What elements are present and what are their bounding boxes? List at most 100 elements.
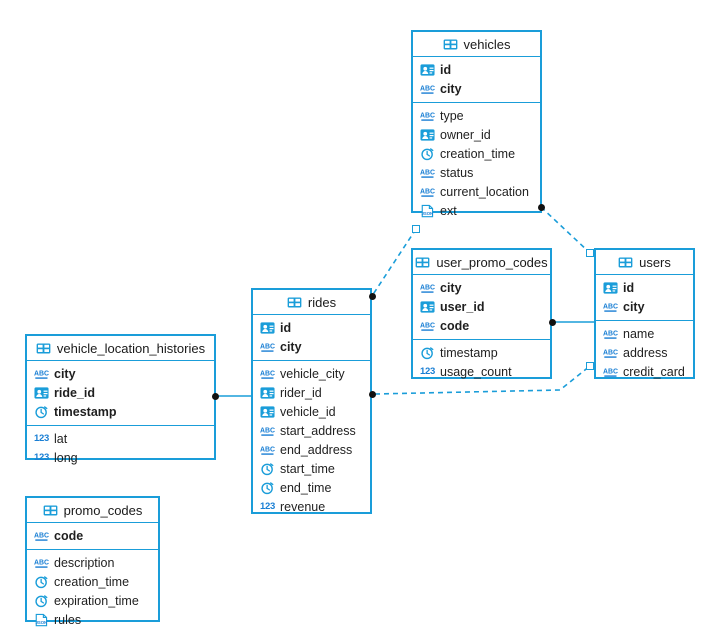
columns-section: timestamp 123 usage_count	[413, 340, 550, 385]
column-label: user_id	[440, 299, 485, 314]
column-row-description[interactable]: ABC description	[27, 553, 158, 572]
column-label: vehicle_id	[280, 404, 336, 419]
table-node-user-promo-codes[interactable]: user_promo_codes ABC city user_id ABC co…	[411, 248, 552, 379]
primary-key-section: ABC code	[27, 523, 158, 550]
svg-text:ABC: ABC	[420, 322, 435, 329]
column-row-status[interactable]: ABC status	[413, 163, 540, 182]
column-row-city[interactable]: ABC city	[413, 79, 540, 98]
svg-text:ABC: ABC	[603, 330, 618, 337]
column-label: owner_id	[440, 127, 491, 142]
table-title: vehicle_location_histories	[56, 340, 206, 356]
abc-string-icon: ABC	[420, 319, 435, 333]
column-row-long[interactable]: 123 long	[27, 448, 214, 467]
column-row-address[interactable]: ABC address	[596, 343, 693, 362]
table-node-rides[interactable]: rides id ABC city ABC vehicle_city rider…	[251, 288, 372, 514]
key-id-icon	[260, 321, 275, 335]
column-row-end-address[interactable]: ABC end_address	[253, 440, 370, 459]
column-row-id[interactable]: id	[253, 318, 370, 337]
clock-timestamp-icon	[420, 147, 435, 161]
number-icon: 123	[420, 366, 435, 377]
svg-text:ABC: ABC	[34, 370, 49, 377]
column-label: end_time	[280, 480, 332, 495]
table-title: user_promo_codes	[436, 254, 548, 270]
column-row-current-location[interactable]: ABC current_location	[413, 182, 540, 201]
relationship-endpoint-many-vehicle-location-histories	[212, 393, 219, 400]
column-row-start-time[interactable]: start_time	[253, 459, 370, 478]
column-row-revenue[interactable]: 123 revenue	[253, 497, 370, 516]
column-row-timestamp[interactable]: timestamp	[413, 343, 550, 362]
column-row-city[interactable]: ABC city	[27, 364, 214, 383]
column-row-end-time[interactable]: end_time	[253, 478, 370, 497]
primary-key-section: ABC city ride_id timestamp	[27, 361, 214, 426]
column-row-ride-id[interactable]: ride_id	[27, 383, 214, 402]
column-label: rules	[54, 612, 82, 627]
column-row-city[interactable]: ABC city	[596, 297, 693, 316]
columns-section: 123 lat 123 long	[27, 426, 214, 471]
clock-timestamp-icon	[34, 594, 49, 608]
primary-key-section: id ABC city	[253, 315, 370, 361]
column-label: code	[54, 528, 84, 543]
column-row-creation-time[interactable]: creation_time	[413, 144, 540, 163]
column-row-code[interactable]: ABC code	[27, 526, 158, 545]
column-row-lat[interactable]: 123 lat	[27, 429, 214, 448]
table-title: rides	[307, 294, 337, 310]
svg-text:ABC: ABC	[420, 85, 435, 92]
abc-string-icon: ABC	[603, 327, 618, 341]
clock-timestamp-icon	[260, 481, 275, 495]
clock-timestamp-icon	[34, 575, 49, 589]
primary-key-section: id ABC city	[413, 57, 540, 103]
relationship-endpoint-one-users-top	[586, 249, 594, 257]
column-label: credit_card	[623, 364, 685, 379]
column-row-id[interactable]: id	[413, 60, 540, 79]
table-header: user_promo_codes	[413, 250, 550, 275]
column-row-usage-count[interactable]: 123 usage_count	[413, 362, 550, 381]
column-row-rider-id[interactable]: rider_id	[253, 383, 370, 402]
column-row-creation-time[interactable]: creation_time	[27, 572, 158, 591]
column-label: expiration_time	[54, 593, 139, 608]
column-row-type[interactable]: ABC type	[413, 106, 540, 125]
columns-section: ABC description creation_time expiration…	[27, 550, 158, 633]
table-icon	[415, 256, 430, 268]
table-icon	[287, 296, 302, 308]
column-row-rules[interactable]: JSON rules	[27, 610, 158, 629]
table-node-users[interactable]: users id ABC city ABC name ABC address A…	[594, 248, 695, 379]
column-row-user-id[interactable]: user_id	[413, 297, 550, 316]
primary-key-section: ABC city user_id ABC code	[413, 275, 550, 340]
column-row-code[interactable]: ABC code	[413, 316, 550, 335]
column-row-timestamp[interactable]: timestamp	[27, 402, 214, 421]
column-label: id	[440, 62, 452, 77]
table-node-vehicles[interactable]: vehicles id ABC city ABC type	[411, 30, 542, 218]
svg-text:ABC: ABC	[420, 112, 435, 119]
column-row-expiration-time[interactable]: expiration_time	[27, 591, 158, 610]
column-row-id[interactable]: id	[596, 278, 693, 297]
column-row-city[interactable]: ABC city	[413, 278, 550, 297]
table-header: users	[596, 250, 693, 275]
table-header: rides	[253, 290, 370, 315]
table-node-promo-codes[interactable]: promo_codes ABC code ABC description cre…	[25, 496, 160, 627]
column-label: code	[440, 318, 470, 333]
key-id-icon	[420, 300, 435, 314]
table-header: vehicle_location_histories	[27, 336, 214, 361]
table-node-vehicle-location-histories[interactable]: vehicle_location_histories ABC city ride…	[25, 334, 216, 465]
svg-text:ABC: ABC	[260, 427, 275, 434]
key-id-icon	[34, 386, 49, 400]
column-row-start-address[interactable]: ABC start_address	[253, 421, 370, 440]
column-row-owner-id[interactable]: owner_id	[413, 125, 540, 144]
column-row-credit-card[interactable]: ABC credit_card	[596, 362, 693, 381]
abc-string-icon: ABC	[34, 529, 49, 543]
abc-string-icon: ABC	[420, 109, 435, 123]
column-row-vehicle-id[interactable]: vehicle_id	[253, 402, 370, 421]
number-icon: 123	[34, 452, 49, 463]
column-label: city	[54, 366, 76, 381]
column-row-ext[interactable]: JSON ext	[413, 201, 540, 220]
column-label: city	[440, 81, 462, 96]
number-icon: 123	[260, 501, 275, 512]
svg-text:JSON: JSON	[421, 211, 433, 216]
column-row-city[interactable]: ABC city	[253, 337, 370, 356]
column-label: city	[440, 280, 462, 295]
column-row-vehicle-city[interactable]: ABC vehicle_city	[253, 364, 370, 383]
column-label: rider_id	[280, 385, 322, 400]
column-label: ext	[440, 203, 457, 218]
column-row-name[interactable]: ABC name	[596, 324, 693, 343]
column-label: ride_id	[54, 385, 95, 400]
